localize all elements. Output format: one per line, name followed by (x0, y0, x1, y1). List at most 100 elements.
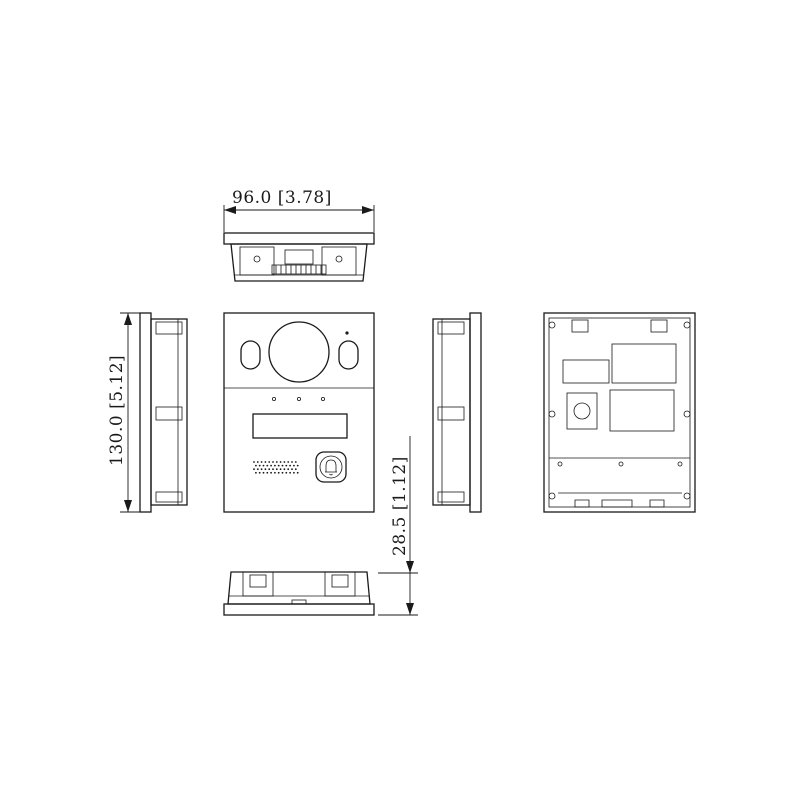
speaker-hole (277, 471, 280, 474)
depth-dimension-label: 28.5 [1.12] (390, 456, 410, 556)
indicator-led-3 (320, 396, 325, 401)
rear-label-lower (609, 389, 675, 432)
speaker-hole (283, 468, 286, 471)
height-dimension-label: 130.0 [5.12] (107, 355, 127, 466)
top-view-screw-left (253, 255, 261, 263)
speaker-hole (264, 468, 267, 471)
speaker-hole (262, 464, 265, 467)
bottom-view-front-plate (223, 603, 375, 616)
bottom-view-clip-left (242, 571, 274, 597)
rear-screw-tr (683, 321, 691, 329)
rear-screw-bl (548, 492, 556, 500)
speaker-hole (296, 471, 299, 474)
speaker-hole (285, 464, 288, 467)
right-side-view (432, 312, 482, 513)
name-label-window (252, 413, 348, 439)
call-button-ring (319, 455, 343, 479)
top-view-clip-left (239, 246, 275, 276)
height-arrow-top (124, 313, 132, 325)
speaker-hole (258, 471, 261, 474)
left-view-back-box (150, 318, 188, 506)
speaker-hole (274, 471, 276, 474)
speaker-hole (270, 471, 272, 474)
bottom-view-clip-left-inner (249, 574, 267, 588)
speaker-hole (287, 461, 290, 463)
speaker-hole (255, 464, 257, 467)
top-view-terminal-strip (271, 264, 327, 275)
left-side-view: 130.0 [5.12] (107, 312, 188, 513)
speaker-hole (293, 464, 295, 467)
speaker-hole (283, 461, 286, 463)
speaker-hole (294, 468, 297, 471)
front-panel-outline (223, 312, 375, 513)
right-view-lug-top (437, 321, 465, 335)
left-view-lug-bottom (155, 491, 183, 503)
ir-light-right (338, 340, 359, 370)
light-sensor (345, 331, 349, 335)
speaker-hole (260, 461, 263, 463)
speaker-hole (256, 461, 259, 463)
speaker-hole (293, 471, 295, 474)
rear-screw-ml (548, 410, 556, 418)
bell-icon (325, 459, 337, 476)
rear-screw-mr (683, 410, 691, 418)
top-view-front-plate (223, 232, 375, 245)
speaker-hole (268, 468, 271, 471)
left-view-lug-middle (155, 406, 183, 421)
speaker-hole (275, 461, 278, 463)
bottom-view-notch (291, 599, 307, 605)
speaker-hole (264, 461, 267, 463)
rear-hook-left (571, 319, 589, 333)
left-view-front-plate (139, 312, 152, 513)
width-arrow-left (224, 206, 236, 214)
width-arrow-right (362, 206, 374, 214)
depth-arrow-bottom (406, 603, 414, 615)
right-view-front-plate (469, 312, 482, 513)
speaker-hole (281, 471, 284, 474)
speaker-hole (266, 464, 269, 467)
left-view-lug-top (155, 321, 183, 335)
speaker-hole (268, 461, 271, 463)
speaker-grille (253, 461, 299, 474)
speaker-hole (287, 468, 290, 471)
rear-cable-hole (573, 402, 591, 420)
speaker-hole (270, 464, 272, 467)
speaker-hole (272, 461, 274, 463)
rear-bottom-slots (574, 499, 665, 508)
speaker-hole (291, 461, 293, 463)
speaker-hole (253, 468, 255, 471)
width-dimension-label: 96.0 [3.78] (232, 188, 332, 208)
speaker-hole (279, 461, 282, 463)
speaker-hole (279, 468, 282, 471)
top-view-screw-right (335, 255, 343, 263)
speaker-hole (272, 468, 274, 471)
bottom-view-clip-right (324, 571, 356, 597)
bottom-view-back-box (227, 571, 371, 605)
speaker-hole (285, 471, 288, 474)
rear-cable-port (566, 392, 598, 430)
speaker-hole (256, 468, 259, 471)
call-button[interactable] (315, 451, 347, 483)
ir-light-left (240, 340, 261, 370)
speaker-hole (289, 464, 291, 467)
rear-screw-br (683, 492, 691, 500)
speaker-hole (274, 464, 276, 467)
right-view-back-box (432, 318, 471, 506)
indicator-led-1 (271, 396, 276, 401)
rear-view (543, 312, 696, 513)
bottom-view-clip-right-inner (331, 574, 349, 588)
rear-screw-tl (548, 321, 556, 329)
speaker-hole (255, 471, 257, 474)
speaker-hole (258, 464, 261, 467)
top-view-terminals (275, 265, 322, 274)
rear-label-large (611, 343, 677, 384)
speaker-hole (291, 468, 293, 471)
speaker-hole (266, 471, 269, 474)
rear-small-screw-1 (557, 461, 563, 467)
speaker-hole (253, 461, 255, 463)
top-view-center-block (284, 249, 314, 265)
right-view-lug-middle (437, 406, 465, 421)
speaker-hole (294, 461, 297, 463)
speaker-hole (277, 464, 280, 467)
